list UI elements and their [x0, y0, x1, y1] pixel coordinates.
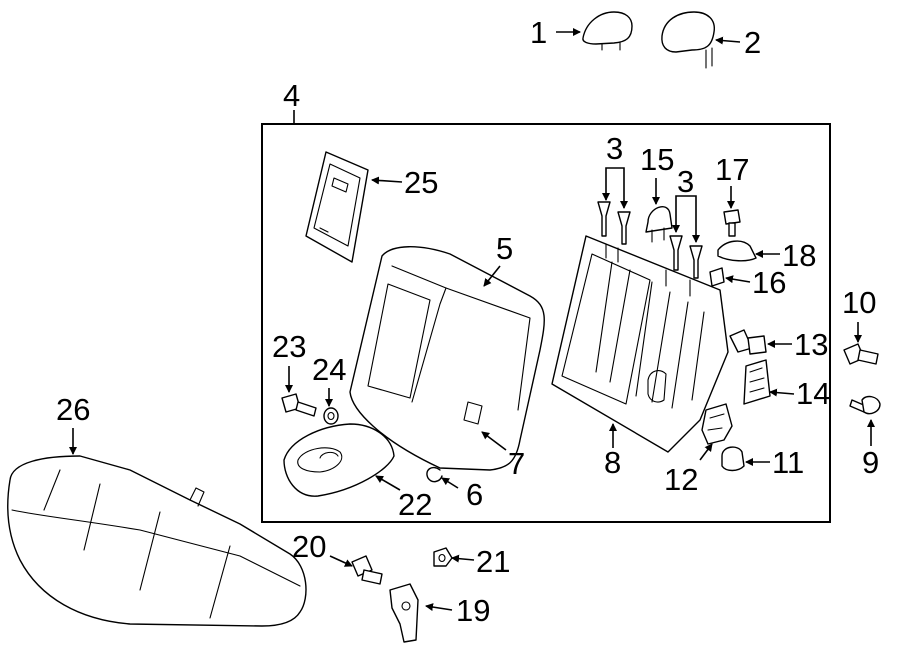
pass-through-cover[interactable]	[305, 151, 369, 263]
callout-10: 10	[842, 285, 876, 320]
callout-11: 11	[772, 445, 804, 480]
nut-21[interactable]	[433, 547, 453, 567]
callout-22: 22	[398, 487, 432, 522]
callout-19: 19	[456, 593, 490, 628]
headrest-guide-bushings[interactable]	[597, 201, 703, 279]
callout-16: 16	[752, 265, 786, 300]
bolt-13[interactable]	[729, 329, 767, 355]
seatback-frame[interactable]	[551, 235, 729, 453]
headrest-left[interactable]	[582, 11, 633, 51]
callout-24: 24	[312, 352, 346, 387]
callout-8: 8	[604, 445, 621, 480]
key-9[interactable]	[849, 395, 881, 415]
clip-16[interactable]	[709, 267, 725, 287]
callout-3-left: 3	[606, 131, 623, 166]
armrest[interactable]	[283, 423, 395, 497]
latch-12[interactable]	[701, 403, 733, 445]
callout-7: 7	[508, 446, 525, 481]
bolt-17[interactable]	[723, 209, 741, 237]
callout-18: 18	[782, 238, 816, 273]
callout-17: 17	[715, 152, 749, 187]
callout-26: 26	[56, 392, 90, 427]
headrest-right[interactable]	[661, 11, 715, 69]
bolt-20[interactable]	[351, 555, 383, 585]
callout-5: 5	[496, 231, 513, 266]
latch-bracket[interactable]	[645, 206, 673, 243]
bolt-23[interactable]	[281, 393, 317, 417]
seatback-cover[interactable]	[349, 246, 545, 471]
callout-12: 12	[664, 462, 698, 497]
striker-bracket[interactable]	[389, 583, 419, 643]
callout-13: 13	[794, 327, 828, 362]
bolt-10[interactable]	[843, 343, 879, 365]
trim-cover-18[interactable]	[717, 240, 757, 262]
callout-2: 2	[744, 25, 761, 60]
hinge-bracket[interactable]	[743, 359, 771, 405]
ring-clip[interactable]	[426, 466, 443, 483]
callout-25: 25	[404, 165, 438, 200]
callout-23: 23	[272, 329, 306, 364]
washer-24[interactable]	[323, 407, 339, 425]
callout-6: 6	[466, 477, 483, 512]
callout-14: 14	[796, 376, 830, 411]
callout-21: 21	[476, 544, 510, 579]
callout-9: 9	[862, 445, 879, 480]
seatback-assembly-frame	[261, 123, 831, 523]
callout-labels: 1 2 4 3 15 3 17 25 5 18 16 10 23 13 24 1…	[56, 15, 879, 628]
callout-1: 1	[530, 15, 547, 50]
callout-20: 20	[292, 529, 326, 564]
callout-3-right: 3	[677, 164, 694, 199]
seat-cushion[interactable]	[7, 455, 307, 627]
callout-4: 4	[283, 78, 300, 113]
callout-15: 15	[640, 142, 674, 177]
cap-11[interactable]	[721, 446, 745, 472]
leader-lines	[69, 28, 875, 612]
